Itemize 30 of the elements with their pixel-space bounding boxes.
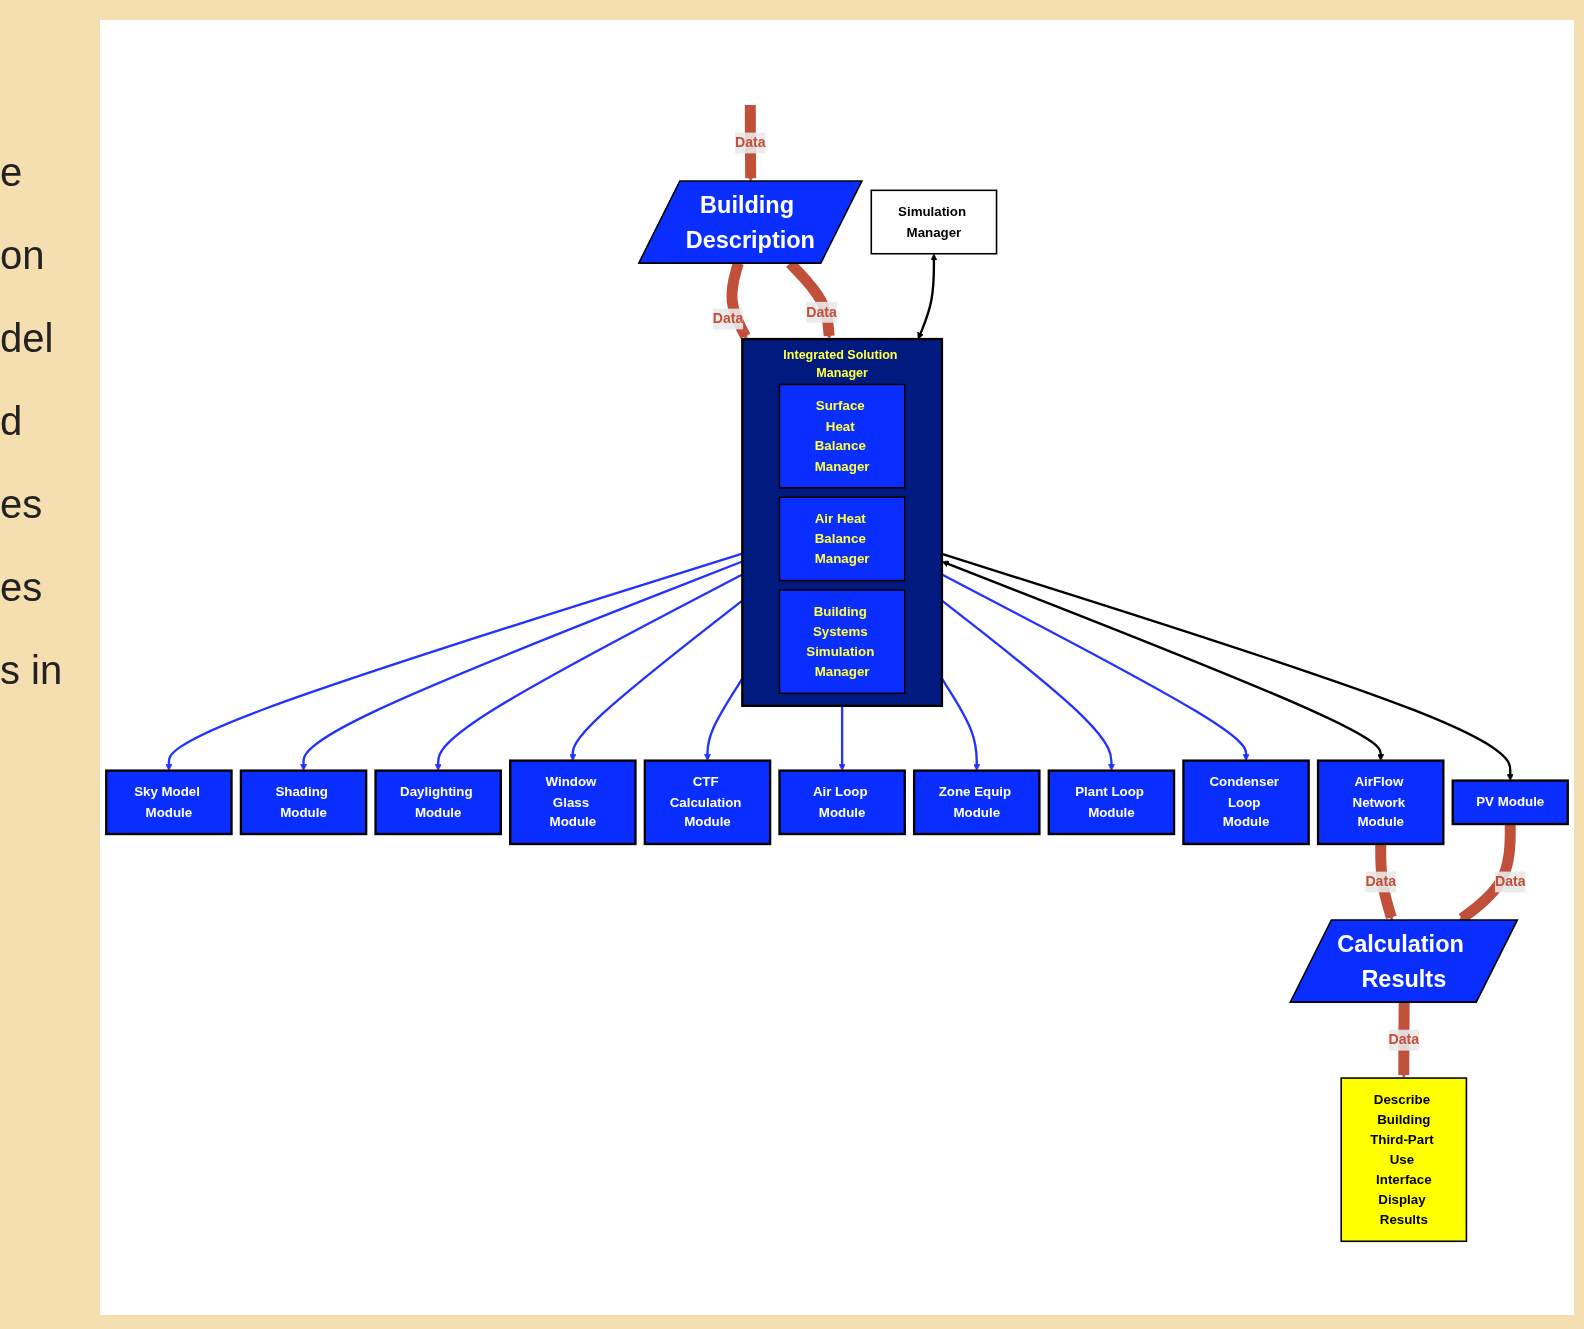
node-box: Zone Equip Module [912,769,1041,836]
edge-label: Data [1494,873,1526,890]
node-box: Building Systems Simulation Manager [778,589,906,695]
node-box: CTF Calculation Module [643,759,772,846]
edge-label: Data [1365,873,1396,890]
node-box: Window Glass Module [509,759,637,846]
text-fragment: del [0,316,55,361]
node-box: Surface Heat Balance Manager [778,383,906,489]
node-box: Describe Building Third-Part Use Interface Display Results [1340,1077,1468,1243]
node-box: Condenser Loop Module [1182,759,1310,846]
node-box: Air Loop Module [778,769,906,836]
text-fragment: e [0,150,24,195]
node-box: Daylighting Module [374,769,502,836]
node-box: AirFlow Network Module [1316,759,1445,846]
node-box: Sky Model Module [105,769,233,836]
node-box: PV Module [1451,779,1569,826]
node-box: Shading Module [239,769,368,836]
text-fragment: es [0,482,44,527]
edge-label: Data [806,304,837,320]
text-fragment: s in [0,648,64,693]
node-box: Air Heat Balance Manager [778,496,906,582]
text-fragment: d [0,399,24,444]
node-box: Plant Loop Module [1047,769,1176,836]
edge-label: Data [735,134,766,151]
text-fragment: on [0,233,46,278]
edge-label: Data [712,310,744,327]
edge-label: Data [1388,1032,1420,1048]
text-fragment: es [0,565,44,610]
arrow [917,253,938,340]
node-box: Simulation Manager [870,189,998,255]
